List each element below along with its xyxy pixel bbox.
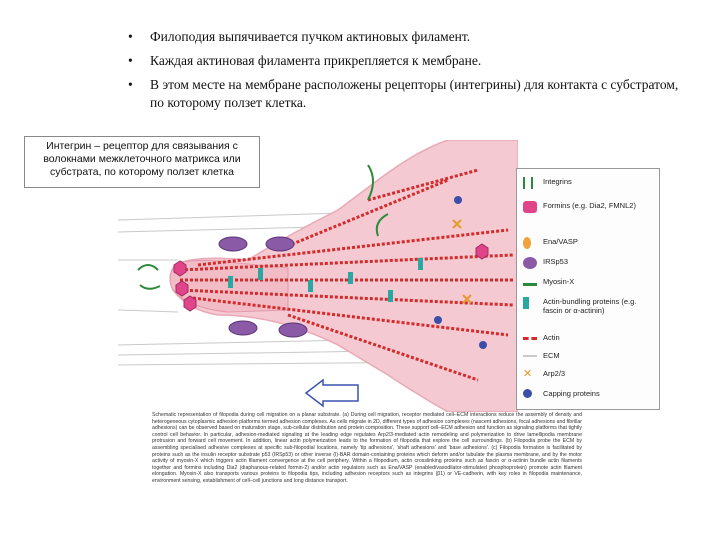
ecm-icon <box>523 355 537 359</box>
bullet-item: • В этом месте на мембране расположены ре… <box>128 76 688 112</box>
legend-item: Formins (e.g. Dia2, FMNL2) <box>523 201 649 213</box>
bullet-text: Филоподия выпячивается пучком актиновых … <box>150 29 471 44</box>
legend-item: Myosin-X <box>523 277 575 286</box>
actin-filaments <box>179 168 514 382</box>
legend-label: Formins (e.g. Dia2, FMNL2) <box>543 201 636 210</box>
irsp53-icon <box>523 257 537 269</box>
legend-item: Actin-bundling proteins (e.g. fascin or … <box>523 297 653 315</box>
legend-label: Arp2/3 <box>543 369 566 378</box>
legend-label: Actin-bundling proteins (e.g. fascin or … <box>543 297 637 315</box>
legend-label: IRSp53 <box>543 257 569 266</box>
legend-item: Integrins <box>523 177 572 189</box>
bullet-dot: • <box>128 29 133 44</box>
legend-item: Actin <box>523 333 560 342</box>
callout-box: Интегрин – рецептор для связывания с вол… <box>24 136 260 188</box>
actin-icon <box>523 337 537 342</box>
ena-vasp-icon <box>523 237 531 249</box>
arp23-markers <box>452 219 472 304</box>
formin-icon <box>523 201 537 213</box>
legend-item: IRSp53 <box>523 257 569 269</box>
integrin-icon <box>523 177 533 189</box>
capping-markers <box>434 196 487 349</box>
bullet-dot: • <box>128 53 133 68</box>
myosin-x-markers <box>218 236 308 338</box>
myosin-x-icon <box>523 277 537 286</box>
legend-label: Integrins <box>543 177 572 186</box>
arp23-icon: ✕ <box>523 368 533 380</box>
bullet-item: • Каждая актиновая филамента прикрепляетс… <box>128 52 688 70</box>
bullet-text: Каждая актиновая филамента прикрепляется… <box>150 53 482 68</box>
legend: Integrins Formins (e.g. Dia2, FMNL2) Ena… <box>516 168 660 410</box>
bullet-dot: • <box>128 77 133 92</box>
migration-arrow <box>304 378 359 408</box>
integrin-markers <box>137 164 389 290</box>
formin-markers <box>173 243 489 312</box>
legend-item: Ena/VASP <box>523 237 578 249</box>
legend-label: Capping proteins <box>543 389 600 398</box>
bullet-text: В этом месте на мембране расположены рец… <box>150 77 679 110</box>
filopodia-illustration <box>118 140 518 412</box>
legend-label: ECM <box>543 351 560 360</box>
legend-item: ✕ Arp2/3 <box>523 369 566 380</box>
legend-label: Actin <box>543 333 560 342</box>
figure-caption: Schematic representation of filopodia du… <box>152 412 582 484</box>
bundling-markers <box>228 258 423 302</box>
legend-label: Ena/VASP <box>543 237 578 246</box>
capping-protein-icon <box>523 389 532 398</box>
actin-bundling-icon <box>523 297 529 309</box>
legend-item: ECM <box>523 351 560 360</box>
bullet-item: • Филоподия выпячивается пучком актиновых… <box>128 28 688 46</box>
bullet-list: • Филоподия выпячивается пучком актиновых… <box>128 28 688 118</box>
legend-item: Capping proteins <box>523 389 600 398</box>
legend-label: Myosin-X <box>543 277 575 286</box>
